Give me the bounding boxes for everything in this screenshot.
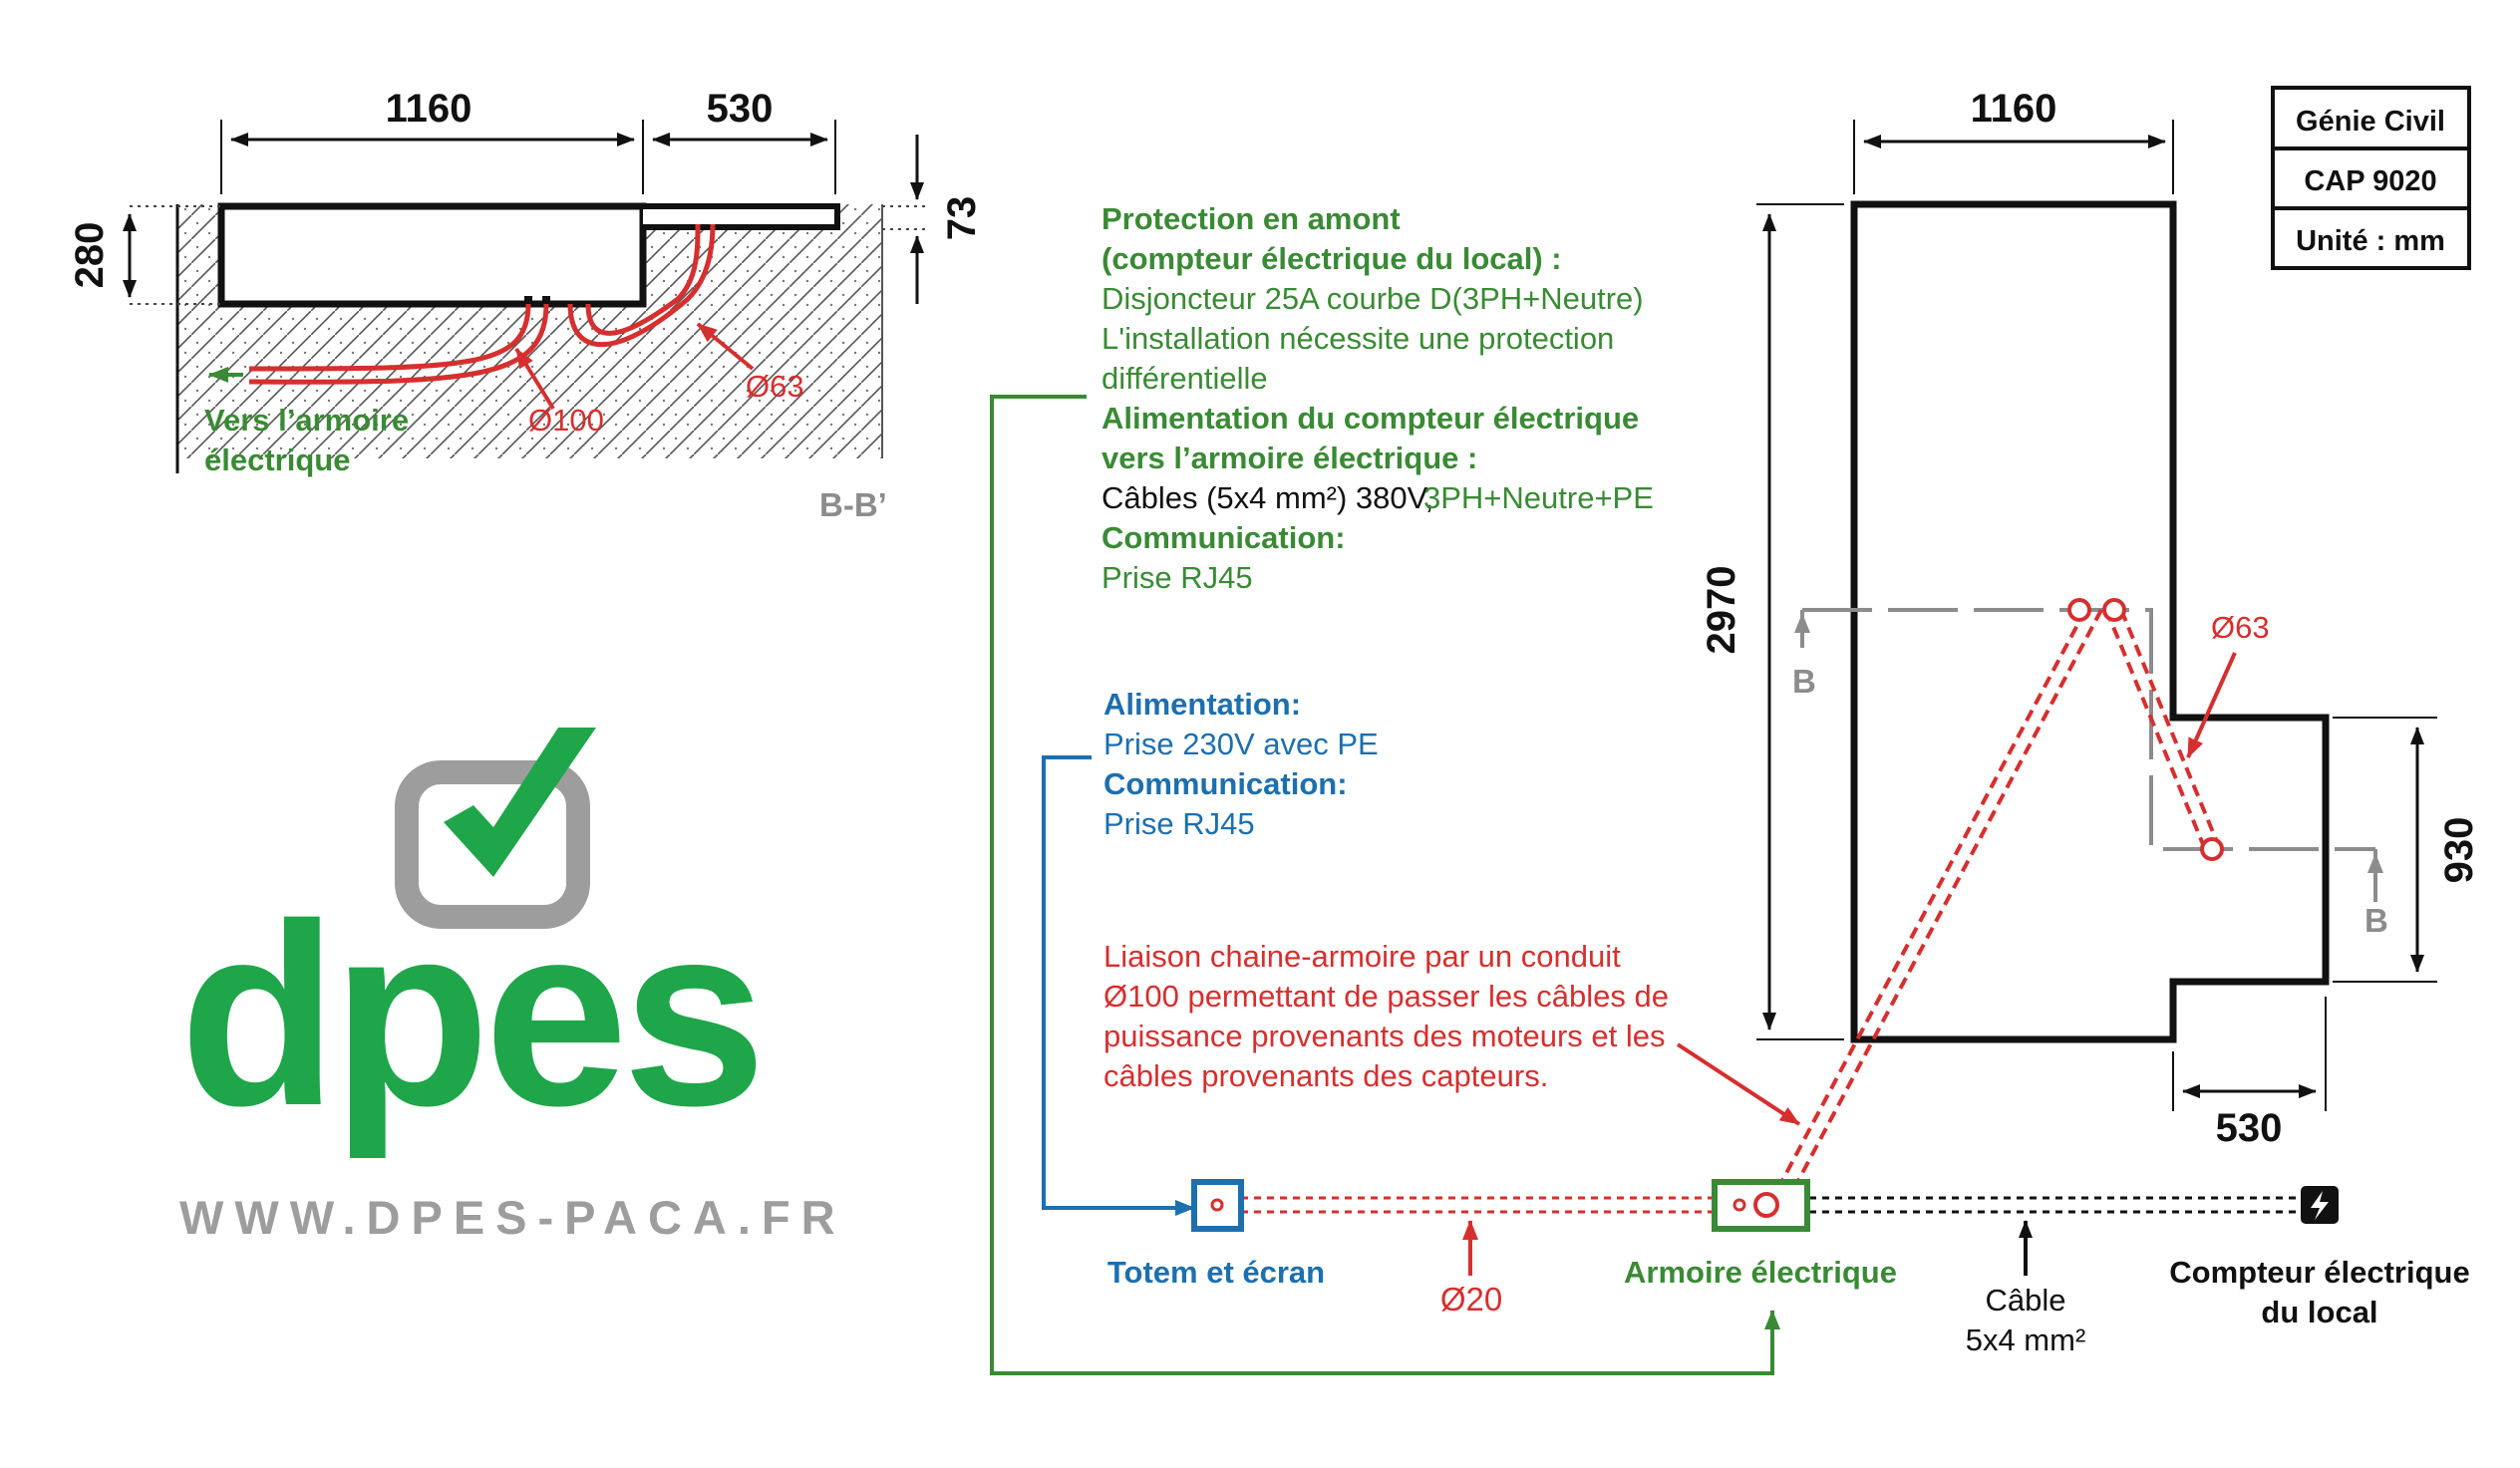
pit-outline-side bbox=[643, 203, 840, 230]
supply-cable-text: Câbles (5x4 mm²) 380V, bbox=[1102, 480, 1433, 515]
communication-heading-green: Communication: bbox=[1102, 520, 1346, 555]
dim-73: 73 bbox=[940, 196, 984, 241]
compteur-label-1: Compteur électrique bbox=[2169, 1255, 2469, 1290]
conduit-note-2: Ø100 permettant de passer les câbles de bbox=[1103, 979, 1669, 1014]
dpes-logo: dpes WWW.DPES-PACA.FR bbox=[179, 728, 846, 1244]
section-line-b bbox=[1794, 608, 2383, 902]
protection-heading-1: Protection en amont bbox=[1102, 201, 1401, 236]
conduit-20-label: Ø20 bbox=[1440, 1281, 1502, 1318]
plan-view: 1160 2970 930 530 B B bbox=[1700, 87, 2481, 1193]
title-block-line2: CAP 9020 bbox=[2304, 165, 2436, 197]
dim-530-plan: 530 bbox=[2216, 1106, 2283, 1150]
protection-text-2: L'installation nécessite une protection bbox=[1102, 321, 1614, 356]
protection-text-3: différentielle bbox=[1102, 361, 1268, 396]
conduit-note-4: câbles provenants des capteurs. bbox=[1103, 1058, 1548, 1093]
section-name: B-B’ bbox=[819, 486, 887, 523]
dim-930: 930 bbox=[2437, 817, 2481, 884]
green-leader bbox=[990, 395, 1780, 1375]
supply-heading-2: vers l’armoire électrique : bbox=[1102, 440, 1477, 475]
to-cabinet-label-1: Vers l’armoire bbox=[204, 403, 409, 438]
plan-conduits bbox=[1774, 609, 2222, 1193]
rj45-text-green: Prise RJ45 bbox=[1102, 560, 1253, 595]
pipe-100-label: Ø100 bbox=[528, 403, 604, 438]
notes-blue: Alimentation: Prise 230V avec PE Communi… bbox=[1103, 687, 1379, 841]
plan-outline bbox=[1850, 200, 2330, 1043]
pipe-100 bbox=[248, 296, 550, 385]
logo-wordmark: dpes bbox=[179, 871, 761, 1161]
pit-outline-main bbox=[217, 202, 647, 308]
pipe-63 bbox=[567, 223, 716, 348]
dim-280: 280 bbox=[68, 222, 112, 289]
conduit-note-3: puissance provenants des moteurs et les bbox=[1103, 1019, 1665, 1053]
pipe-63-label-plan: Ø63 bbox=[2211, 610, 2270, 645]
pipe-63-label-section: Ø63 bbox=[746, 369, 804, 404]
rj45-text-blue: Prise RJ45 bbox=[1103, 806, 1255, 841]
communication-heading-blue: Communication: bbox=[1103, 766, 1348, 801]
logo-url: WWW.DPES-PACA.FR bbox=[179, 1191, 846, 1244]
dim-1160-section: 1160 bbox=[386, 87, 472, 131]
power-text-blue: Prise 230V avec PE bbox=[1103, 727, 1379, 761]
notes-green: Protection en amont (compteur électrique… bbox=[1102, 201, 1654, 595]
section-view: 1160 530 280 73 Ø100 Ø63 Vers l’armoire … bbox=[68, 87, 984, 523]
conduit-note-arrow bbox=[1676, 1042, 1801, 1126]
logo-box-icon bbox=[395, 760, 590, 929]
bottom-link: Totem et écran Ø20 Armoire électrique Câ… bbox=[1107, 1179, 2470, 1357]
supply-heading-1: Alimentation du compteur électrique bbox=[1102, 401, 1639, 436]
totem-box-icon bbox=[1191, 1179, 1244, 1232]
protection-heading-2: (compteur électrique du local) : bbox=[1102, 241, 1562, 276]
dim-530-section: 530 bbox=[707, 87, 774, 131]
blue-leader bbox=[1042, 755, 1195, 1216]
conduit-hole-2 bbox=[2102, 598, 2126, 622]
power-heading-blue: Alimentation: bbox=[1103, 687, 1301, 722]
cable-label-1: Câble bbox=[1986, 1283, 2066, 1318]
cable-label-2: 5x4 mm² bbox=[1966, 1322, 2086, 1357]
conduit-note-1: Liaison chaine-armoire par un conduit bbox=[1103, 939, 1621, 974]
dim-2970: 2970 bbox=[1700, 566, 1743, 655]
notes-red: Liaison chaine-armoire par un conduit Ø1… bbox=[1103, 939, 1669, 1093]
title-block: Génie Civil CAP 9020 Unité : mm bbox=[2271, 86, 2471, 270]
protection-text-1: Disjoncteur 25A courbe D(3PH+Neutre) bbox=[1102, 281, 1644, 316]
to-cabinet-label-2: électrique bbox=[204, 442, 350, 477]
conduit-hole-3 bbox=[2200, 837, 2224, 861]
title-block-line1: Génie Civil bbox=[2296, 106, 2445, 138]
supply-cable-phases: 3PH+Neutre+PE bbox=[1423, 480, 1654, 515]
conduit-hole-1 bbox=[2067, 598, 2091, 622]
armoire-box-icon bbox=[1712, 1179, 1810, 1232]
totem-label: Totem et écran bbox=[1107, 1255, 1325, 1290]
checkmark-icon bbox=[444, 728, 596, 877]
armoire-label: Armoire électrique bbox=[1624, 1255, 1897, 1290]
section-mark-b-left: B bbox=[1792, 663, 1816, 700]
section-mark-b-right: B bbox=[2364, 902, 2388, 939]
dim-1160-plan: 1160 bbox=[1971, 87, 2057, 131]
title-block-line3: Unité : mm bbox=[2296, 225, 2445, 257]
compteur-label-2: du local bbox=[2261, 1295, 2377, 1329]
